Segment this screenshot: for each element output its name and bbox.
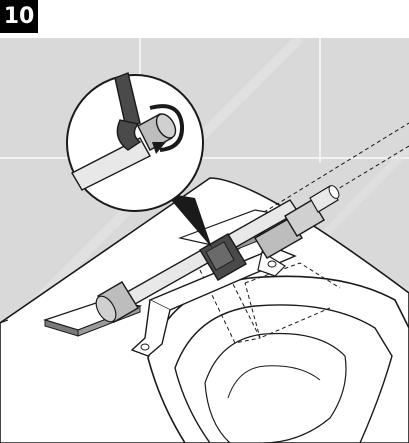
step-number-badge: 10	[0, 0, 38, 33]
wall-hung-toilet-bowl	[0, 177, 409, 443]
clockwise-arrow	[149, 104, 185, 154]
installation-illustration	[0, 38, 409, 443]
open-end-wrench	[114, 72, 142, 151]
inlet-pipe-connection	[95, 185, 340, 323]
magnifier-callout-pointer	[165, 193, 212, 248]
magnifier-callout	[66, 72, 204, 212]
